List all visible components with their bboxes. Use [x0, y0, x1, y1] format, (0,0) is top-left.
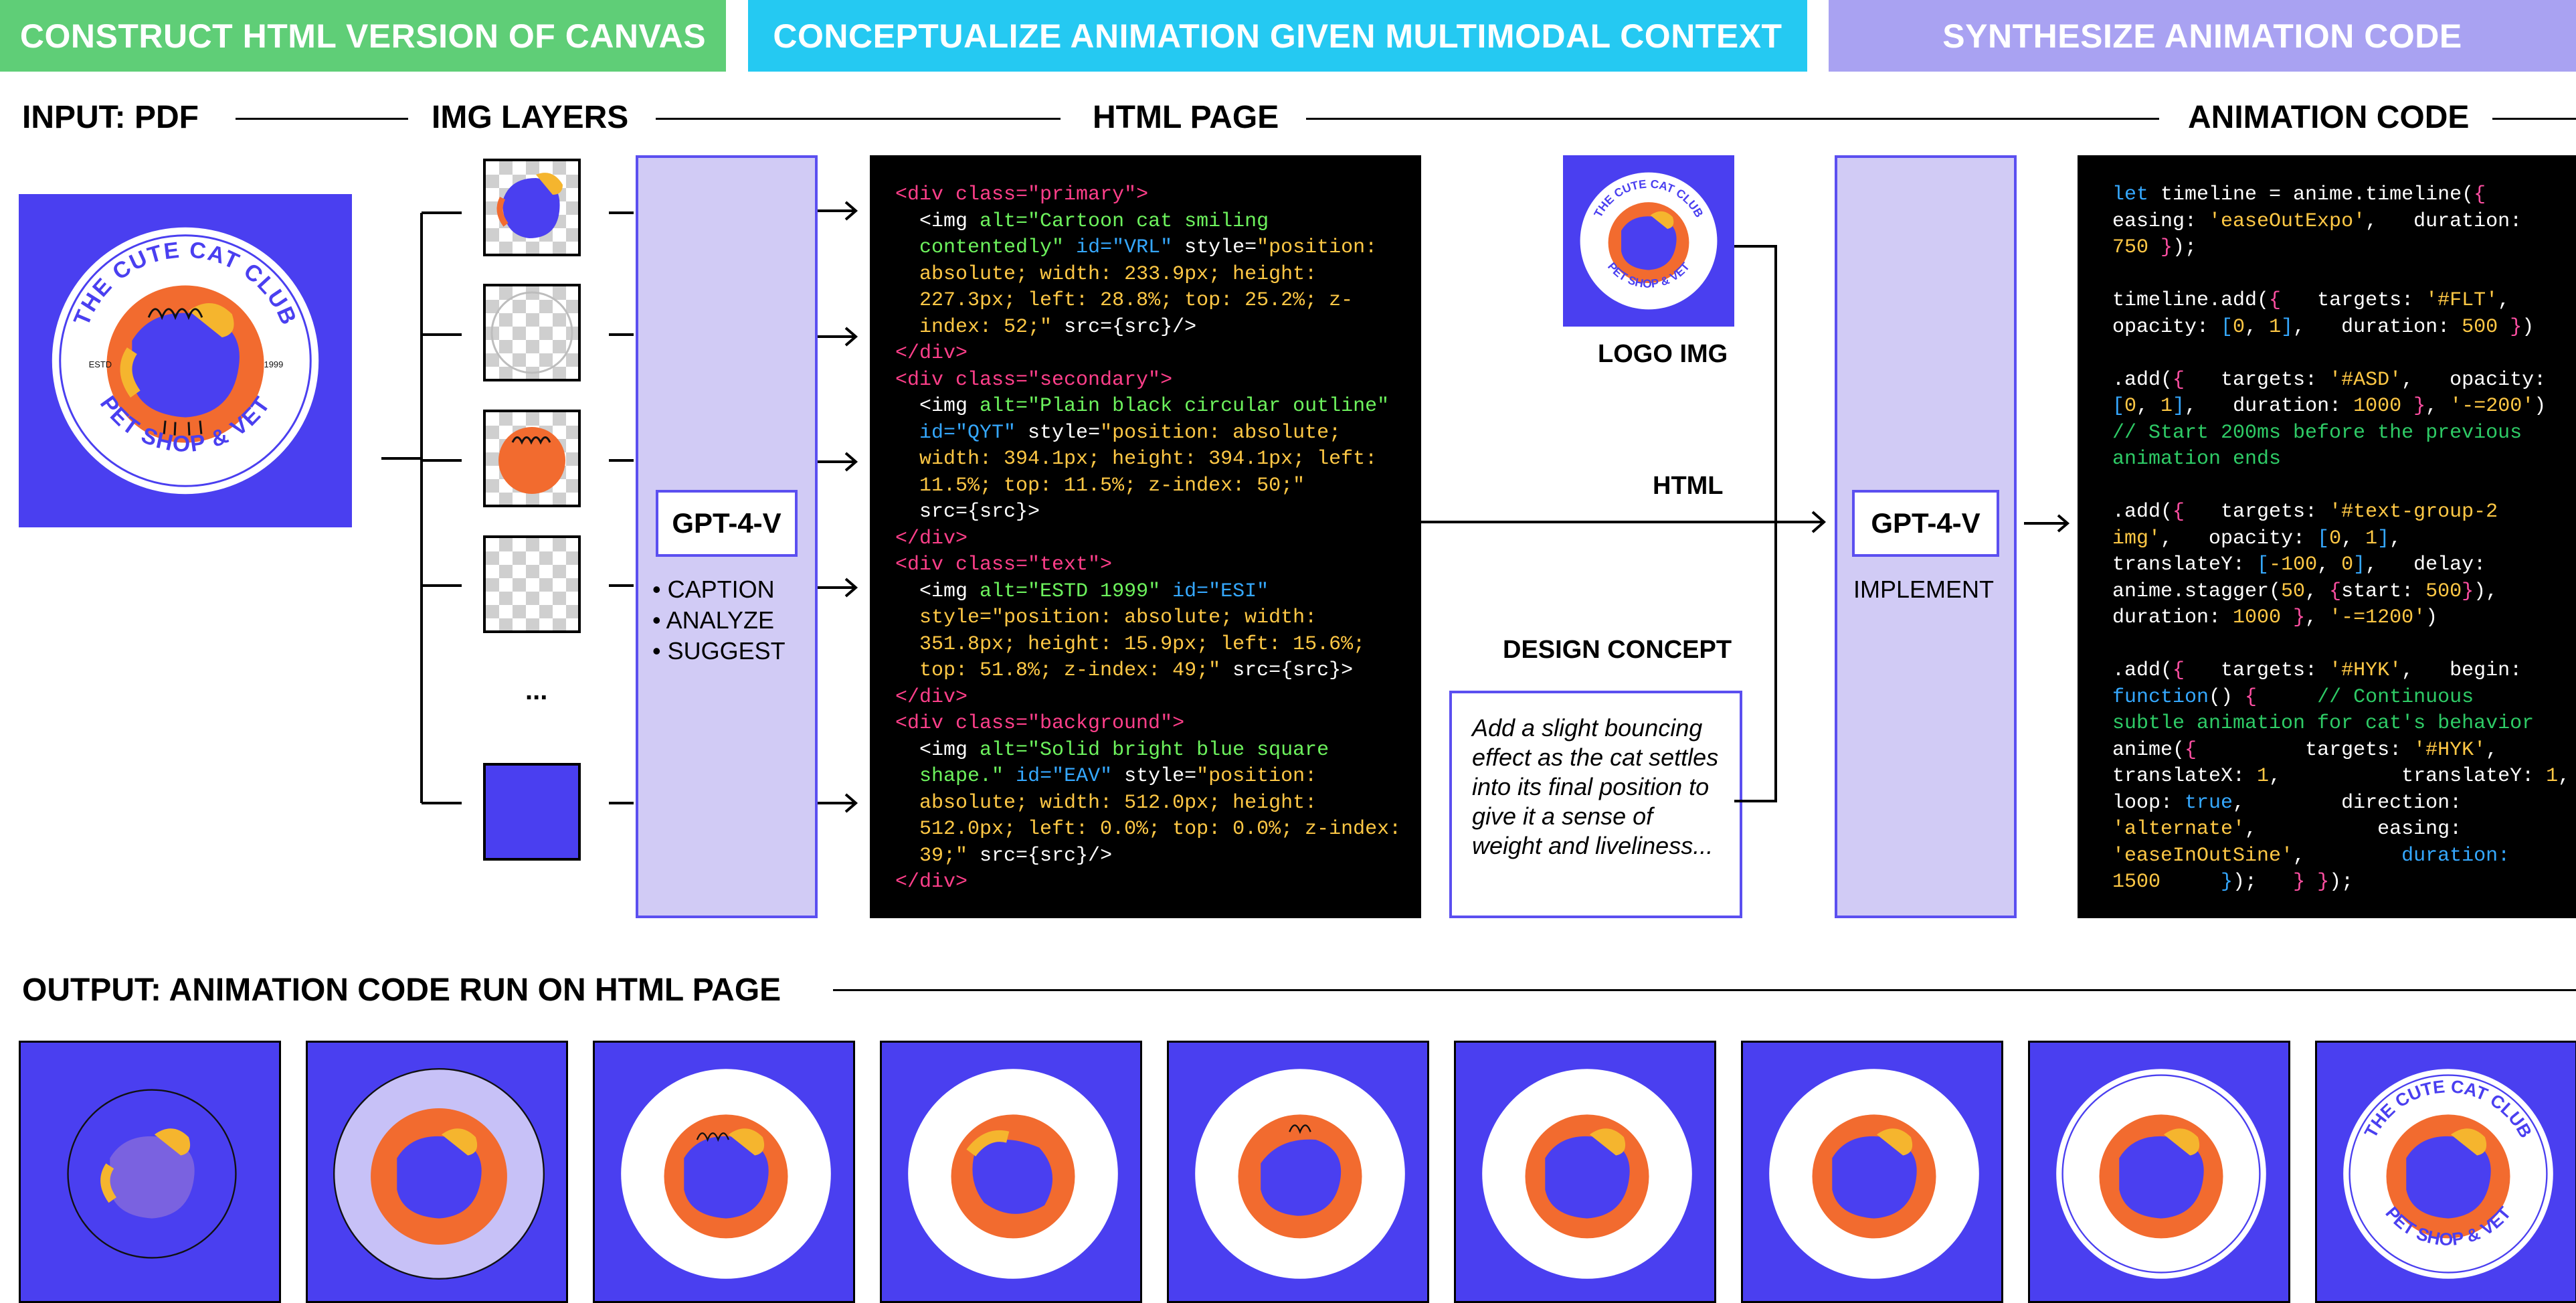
layer-thumb-text [483, 535, 581, 633]
panel-to-html-arrows [818, 201, 858, 813]
banner-construct: CONSTRUCT HTML VERSION OF CANVAS [0, 0, 726, 72]
design-concept-box: Add a slight bouncing effect as the cat … [1449, 691, 1742, 918]
bullet-analyze: • ANALYZE [652, 606, 775, 634]
layers-ellipsis: ... [525, 676, 548, 705]
cat-icon [496, 173, 563, 238]
animation-frame-icon [1195, 1069, 1405, 1279]
gpt-left-bullets: • CAPTION • ANALYZE • SUGGEST [652, 574, 786, 667]
gpt-right-label: GPT-4-V [1852, 490, 1999, 557]
layer-thumb-orange-circle [483, 410, 581, 507]
bullet-suggest: • SUGGEST [652, 637, 786, 665]
cat-club-logo-icon: THE CUTE CAT CLUB PET SHOP & VET ESTD 19… [52, 227, 319, 495]
divider [1306, 118, 2159, 120]
flow-connectors [1421, 245, 1827, 802]
animation-frame-icon [621, 1069, 831, 1279]
animation-frame-icon [908, 1069, 1118, 1279]
output-frame-1 [19, 1041, 281, 1303]
gpt-right-sub: IMPLEMENT [1853, 576, 1995, 603]
logo-img-label: LOGO IMG [1598, 340, 1728, 368]
animation-frame-icon [67, 1089, 237, 1259]
layer-thumb-background [483, 763, 581, 861]
layer-thumb-outline [483, 284, 581, 381]
layer-thumb-cat [483, 159, 581, 256]
animation-code-block: let timeline = anime.timeline({ easing: … [2078, 155, 2576, 918]
output-frame-6 [1454, 1041, 1716, 1303]
output-frame-8 [2028, 1041, 2290, 1303]
section-title-input: INPUT: PDF [22, 100, 199, 135]
gpt-left-label: GPT-4-V [656, 490, 798, 557]
divider [656, 118, 1061, 120]
section-title-html-page: HTML PAGE [1093, 100, 1279, 135]
section-title-animation-code: ANIMATION CODE [2188, 100, 2470, 135]
output-frame-5 [1167, 1041, 1429, 1303]
divider [833, 989, 2576, 991]
output-frame-7 [1741, 1041, 2003, 1303]
banner-synthesize: SYNTHESIZE ANIMATION CODE [1829, 0, 2576, 72]
logo-img-thumb: THE CUTE CAT CLUB PET SHOP & VET [1563, 155, 1734, 327]
input-pdf-logo: THE CUTE CAT CLUB PET SHOP & VET ESTD 19… [19, 194, 352, 527]
bullet-label: SUGGEST [667, 637, 786, 665]
html-code-block: <div class="primary"> <img alt="Cartoon … [870, 155, 1421, 918]
divider [2492, 118, 2576, 120]
section-title-img-layers: IMG LAYERS [432, 100, 629, 135]
animation-frame-icon [1769, 1069, 1979, 1279]
animation-frame-icon [1482, 1069, 1692, 1279]
logo-estd: ESTD [89, 359, 112, 369]
bullet-label: CAPTION [667, 576, 775, 603]
animation-frame-icon [2056, 1069, 2266, 1279]
animation-frame-icon: THE CUTE CAT CLUB PET SHOP & VET [2343, 1069, 2553, 1279]
html-flow-label: HTML [1653, 472, 1724, 500]
output-frame-9: THE CUTE CAT CLUB PET SHOP & VET [2315, 1041, 2576, 1303]
output-frame-2 [306, 1041, 568, 1303]
output-frame-3 [593, 1041, 855, 1303]
bullet-caption: • CAPTION [652, 576, 775, 603]
divider [236, 118, 408, 120]
logo-year: 1999 [264, 359, 284, 369]
circle-outline-icon [490, 291, 573, 374]
design-concept-title: DESIGN CONCEPT [1503, 636, 1732, 664]
output-frame-4 [880, 1041, 1142, 1303]
animation-frame-icon [333, 1068, 545, 1280]
section-title-output: OUTPUT: ANIMATION CODE RUN ON HTML PAGE [22, 972, 781, 1008]
layer-tree-connector [381, 211, 634, 804]
cat-club-logo-icon: THE CUTE CAT CLUB PET SHOP & VET [1580, 172, 1718, 310]
implement-arrow [2024, 514, 2070, 533]
bullet-label: ANALYZE [666, 606, 775, 634]
orange-circle-icon [498, 427, 565, 494]
banner-conceptualize: CONCEPTUALIZE ANIMATION GIVEN MULTIMODAL… [748, 0, 1807, 72]
